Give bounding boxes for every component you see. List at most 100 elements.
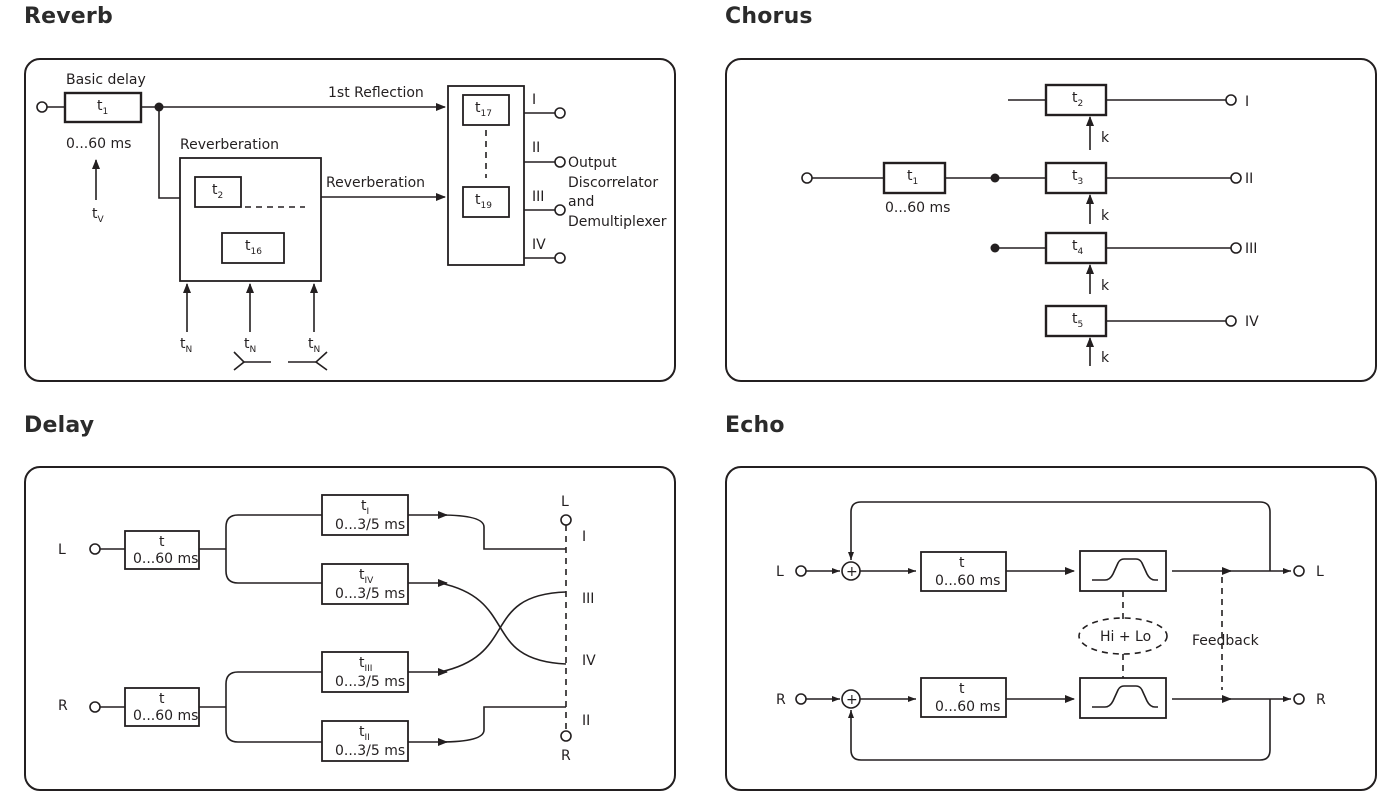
reverb-output-1-terminal [554,107,566,119]
delay-tap-II-t: tII [359,724,370,743]
echo-r-sum-symbol: + [846,692,858,708]
echo-r-delay-box [920,677,1007,718]
reverb-t16-box [221,232,285,264]
chorus-output-3-label: III [1245,241,1257,257]
delay-tap-II-box [321,720,409,762]
reverb-t16-label: t16 [245,238,262,257]
echo-output-l-label: L [1316,564,1324,580]
chorus-title: Chorus [725,4,813,29]
reverb-t2-box [194,176,242,208]
delay-tap-III-box [321,651,409,693]
reverb-t17-box [462,94,510,126]
output-label-line-1: Output [568,155,617,171]
reverb-tn-label-1: tN [180,336,192,355]
reverb-output-2-terminal [554,156,566,168]
echo-title: Echo [725,413,785,438]
delay-l-main-range: 0...60 ms [133,551,198,567]
delay-tap-IV-t: tIV [359,567,374,586]
chorus-t3-label: t3 [1072,168,1083,187]
echo-l-delay-range: 0...60 ms [935,573,1000,589]
delay-diagram: L t 0...60 ms R t 0...60 ms tI 0...3/5 m… [58,494,596,764]
echo-output-r-terminal [1293,693,1305,705]
hi-lo-label: Hi + Lo [1100,629,1151,645]
delay-output-l-terminal [560,514,572,526]
chorus-k-2: k [1101,208,1110,224]
chorus-input-terminal [801,172,813,184]
chorus-output-1-terminal [1225,94,1237,106]
reverb-t19-box [462,186,510,218]
chorus-t4-label: t4 [1072,238,1084,257]
ramp-down-symbol [314,351,328,371]
delay-output-l-label: L [561,494,569,510]
reverb-output-2-label: II [532,140,540,156]
echo-l-delay-t: t [959,555,965,571]
reverb-title: Reverb [24,4,113,29]
chorus-t1-label: t1 [907,168,918,187]
reverb-output-1-label: I [532,92,536,108]
chorus-k-3: k [1101,278,1110,294]
chorus-t5-label: t5 [1072,311,1083,330]
echo-r-delay-t: t [959,681,965,697]
delay-r-main-range: 0...60 ms [133,708,198,724]
chorus-t2-label: t2 [1072,90,1083,109]
chorus-output-4-label: IV [1245,314,1259,330]
reverb-output-4-label: IV [532,237,546,253]
first-reflection-label: 1st Reflection [328,85,424,101]
chorus-diagram: t1 0...60 ms t2 I k t3 II k t4 III k t5 … [801,83,1259,366]
delay-output-r-label: R [561,748,571,764]
reverberation-arrow-label: Reverberation [326,175,425,191]
delay-channel-II: II [582,713,590,729]
reverb-output-3-terminal [554,204,566,216]
chorus-k-4: k [1101,350,1110,366]
chorus-t4-box [1044,231,1108,265]
chorus-output-4-terminal [1225,315,1237,327]
hi-lo-link [1078,617,1168,655]
echo-input-r-label: R [776,692,786,708]
delay-title: Delay [24,413,95,438]
reverb-t1-range: 0...60 ms [66,136,131,152]
feedback-label: Feedback [1192,633,1260,649]
echo-l-sum-symbol: + [846,564,858,580]
echo-diagram: L + t 0...60 ms L R + t 0...60 ms R [776,501,1326,761]
delay-l-main-box [124,530,200,570]
chorus-junction-2 [990,243,1000,253]
reverb-tv-label: tV [92,206,105,225]
reverb-t1-label: t1 [97,98,108,117]
echo-output-r-label: R [1316,692,1326,708]
echo-r-delay-range: 0...60 ms [935,699,1000,715]
output-label-line-2: Discorrelator [568,175,658,191]
reverb-t2-label: t2 [212,182,223,201]
delay-tap-IV-range: 0...3/5 ms [335,586,405,602]
chorus-k-1: k [1101,130,1110,146]
reverb-t1-box [63,91,143,124]
chorus-output-1-label: I [1245,94,1249,110]
echo-input-l-label: L [776,564,784,580]
reverb-tn-label-2: tN [244,336,256,355]
output-label-line-4: Demultiplexer [568,214,667,230]
output-label-line-3: and [568,194,594,210]
delay-tap-III-range: 0...3/5 ms [335,674,405,690]
reverb-t19-label: t19 [475,192,492,211]
delay-tap-I-range: 0...3/5 ms [335,517,405,533]
echo-r-filter-box [1079,677,1167,719]
reverb-output-3-label: III [532,189,544,205]
basic-delay-label: Basic delay [66,72,146,88]
delay-l-main-t: t [159,534,165,550]
ramp-up-symbol [233,351,246,371]
reverberation-block-label: Reverberation [180,137,279,153]
delay-channel-III: III [582,591,594,607]
delay-channel-I: I [582,529,586,545]
delay-input-l-label: L [58,542,66,558]
reverb-input-terminal [36,101,48,113]
delay-channel-IV: IV [582,653,596,669]
echo-input-r-terminal [795,693,807,705]
reverb-tn-label-3: tN [308,336,320,355]
delay-tap-II-range: 0...3/5 ms [335,743,405,759]
bandpass-curve-icon [1092,685,1158,708]
reverb-t17-label: t17 [475,100,492,119]
reverb-output-4-terminal [554,252,566,264]
delay-input-r-terminal [89,701,101,713]
delay-r-main-box [124,687,200,727]
echo-panel [725,466,1377,791]
